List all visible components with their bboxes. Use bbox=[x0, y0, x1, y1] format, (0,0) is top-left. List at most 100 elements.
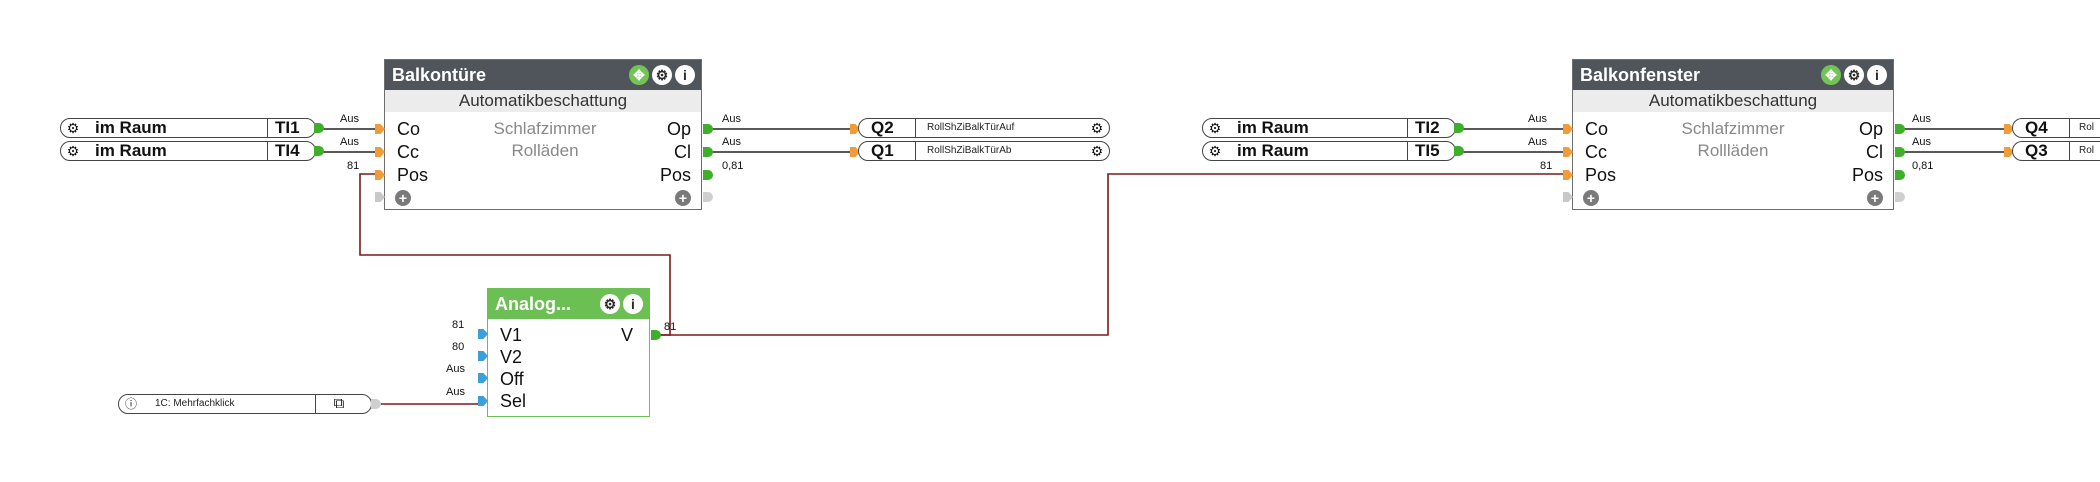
pill-id: Q2 bbox=[871, 118, 894, 137]
function-block-balkonfenster[interactable]: Balkonfenster ✥ ⚙ i Automatikbeschattung… bbox=[1572, 59, 1894, 210]
output-cl[interactable]: Cl bbox=[674, 142, 691, 162]
input-pill-ti2[interactable]: ⚙ im Raum TI2 bbox=[1202, 118, 1456, 138]
move-icon[interactable]: ✥ bbox=[1821, 65, 1841, 85]
input-pill-ti4[interactable]: ⚙ im Raum TI4 bbox=[60, 141, 316, 161]
pill-id: Q3 bbox=[2025, 141, 2048, 160]
pill-label: RollShZiBalkTürAuf bbox=[927, 122, 1015, 133]
pin-out-ti4[interactable] bbox=[314, 146, 324, 156]
pin-out-cl[interactable] bbox=[1895, 147, 1905, 157]
input-pos[interactable]: Pos bbox=[1585, 165, 1617, 185]
add-input-icon[interactable]: + bbox=[1583, 190, 1599, 206]
input-v2[interactable]: V2 bbox=[500, 347, 523, 367]
input-sel[interactable]: Sel bbox=[500, 391, 527, 411]
input-co[interactable]: Co bbox=[397, 119, 421, 139]
info-icon[interactable]: i bbox=[1867, 65, 1887, 85]
value-cl: Aus bbox=[1912, 136, 1931, 148]
pin-out-ti2[interactable] bbox=[1454, 123, 1464, 133]
input-off[interactable]: Off bbox=[500, 369, 524, 389]
input-pos[interactable]: Pos bbox=[397, 165, 429, 185]
pin-in-sel[interactable] bbox=[478, 396, 488, 406]
gear-icon[interactable]: ⚙ bbox=[66, 143, 80, 159]
pin-out-ti1[interactable] bbox=[314, 123, 324, 133]
value-cc: Aus bbox=[1528, 136, 1547, 148]
pill-label: Rol bbox=[2079, 145, 2095, 156]
add-input-icon[interactable]: + bbox=[395, 190, 411, 206]
pin-in-extra[interactable] bbox=[1563, 192, 1573, 202]
pin-out-op[interactable] bbox=[703, 124, 713, 134]
pill-id: TI5 bbox=[1415, 141, 1440, 160]
gear-icon[interactable]: ⚙ bbox=[1090, 143, 1104, 159]
block-description-line1: Schlafzimmer bbox=[1681, 119, 1785, 138]
export-icon[interactable]: ⧉ bbox=[333, 395, 345, 412]
pin-out-extra[interactable] bbox=[1895, 192, 1905, 202]
input-pill-ti5[interactable]: ⚙ im Raum TI5 bbox=[1202, 141, 1456, 161]
trigger-pill-mehrfachklick[interactable]: ⓘ 1C: Mehrfachklick ⧉ bbox=[118, 394, 372, 414]
output-pos[interactable]: Pos bbox=[1851, 165, 1883, 185]
gear-icon[interactable]: ⚙ bbox=[1208, 143, 1222, 159]
pin-in-cc[interactable] bbox=[375, 147, 385, 157]
value-op: Aus bbox=[722, 113, 741, 125]
output-pill-q2[interactable]: Q2 RollShZiBalkTürAuf ⚙ bbox=[858, 118, 1110, 138]
input-v1[interactable]: V1 bbox=[500, 325, 523, 345]
output-pill-q3[interactable]: Q3 Rol bbox=[2012, 141, 2100, 161]
info-icon[interactable]: i bbox=[675, 65, 695, 85]
pin-out-extra[interactable] bbox=[703, 192, 713, 202]
gear-icon[interactable]: ⚙ bbox=[652, 65, 672, 85]
output-pill-q4[interactable]: Q4 Rol bbox=[2012, 118, 2100, 138]
block-description-line1: Schlafzimmer bbox=[493, 119, 597, 138]
block-description-line2: Rollläden bbox=[1697, 141, 1769, 160]
function-block-analog[interactable]: Analog... ⚙ i V1 V2 Off Sel V bbox=[487, 288, 650, 417]
pill-label: im Raum bbox=[1237, 141, 1309, 160]
function-block-balkontuere[interactable]: Balkontüre ✥ ⚙ i Automatikbeschattung Co… bbox=[384, 59, 702, 210]
gear-icon[interactable]: ⚙ bbox=[1090, 120, 1104, 136]
value-op: Aus bbox=[1912, 113, 1931, 125]
output-v[interactable]: V bbox=[620, 325, 633, 345]
output-op[interactable]: Op bbox=[666, 119, 691, 139]
pin-in-q1[interactable] bbox=[850, 147, 860, 157]
input-pill-ti1[interactable]: ⚙ im Raum TI1 bbox=[60, 118, 316, 138]
value-off: Aus bbox=[446, 363, 465, 375]
input-cc[interactable]: Cc bbox=[397, 142, 419, 162]
input-co[interactable]: Co bbox=[1585, 119, 1609, 139]
output-cl[interactable]: Cl bbox=[1866, 142, 1883, 162]
value-pos: 81 bbox=[1540, 160, 1553, 172]
add-output-icon[interactable]: + bbox=[675, 190, 691, 206]
pin-in-off[interactable] bbox=[478, 373, 488, 383]
pill-label: im Raum bbox=[1237, 118, 1309, 137]
output-pill-q1[interactable]: Q1 RollShZiBalkTürAb ⚙ bbox=[858, 141, 1110, 161]
pin-in-extra[interactable] bbox=[375, 192, 385, 202]
pin-in-co[interactable] bbox=[375, 124, 385, 134]
pin-in-co[interactable] bbox=[1563, 124, 1573, 134]
pin-out-pos[interactable] bbox=[1895, 170, 1905, 180]
info-icon[interactable]: ⓘ bbox=[124, 397, 137, 411]
pin-out-ti5[interactable] bbox=[1454, 146, 1464, 156]
pill-id: TI1 bbox=[275, 118, 300, 137]
pin-in-v2[interactable] bbox=[478, 351, 488, 361]
pin-out-trigger[interactable] bbox=[371, 399, 381, 409]
pin-in-v1[interactable] bbox=[478, 329, 488, 339]
pin-in-pos[interactable] bbox=[1563, 170, 1573, 180]
pin-in-cc[interactable] bbox=[1563, 147, 1573, 157]
output-pos[interactable]: Pos bbox=[659, 165, 691, 185]
gear-icon[interactable]: ⚙ bbox=[66, 120, 80, 136]
pin-out-cl[interactable] bbox=[703, 147, 713, 157]
value-sel: Aus bbox=[446, 386, 465, 398]
gear-icon[interactable]: ⚙ bbox=[1208, 120, 1222, 136]
input-cc[interactable]: Cc bbox=[1585, 142, 1607, 162]
pin-in-q4[interactable] bbox=[2004, 124, 2014, 134]
info-icon[interactable]: i bbox=[623, 294, 643, 314]
pill-label: im Raum bbox=[95, 118, 167, 137]
pill-id: Q1 bbox=[871, 141, 894, 160]
pin-out-op[interactable] bbox=[1895, 124, 1905, 134]
gear-icon[interactable]: ⚙ bbox=[600, 294, 620, 314]
pin-in-pos[interactable] bbox=[375, 170, 385, 180]
output-op[interactable]: Op bbox=[1858, 119, 1883, 139]
pin-out-pos[interactable] bbox=[703, 170, 713, 180]
pin-out-v[interactable] bbox=[651, 330, 661, 340]
block-subtitle: Automatikbeschattung bbox=[1573, 90, 1893, 112]
pin-in-q2[interactable] bbox=[850, 124, 860, 134]
add-output-icon[interactable]: + bbox=[1867, 190, 1883, 206]
pin-in-q3[interactable] bbox=[2004, 147, 2014, 157]
move-icon[interactable]: ✥ bbox=[629, 65, 649, 85]
gear-icon[interactable]: ⚙ bbox=[1844, 65, 1864, 85]
